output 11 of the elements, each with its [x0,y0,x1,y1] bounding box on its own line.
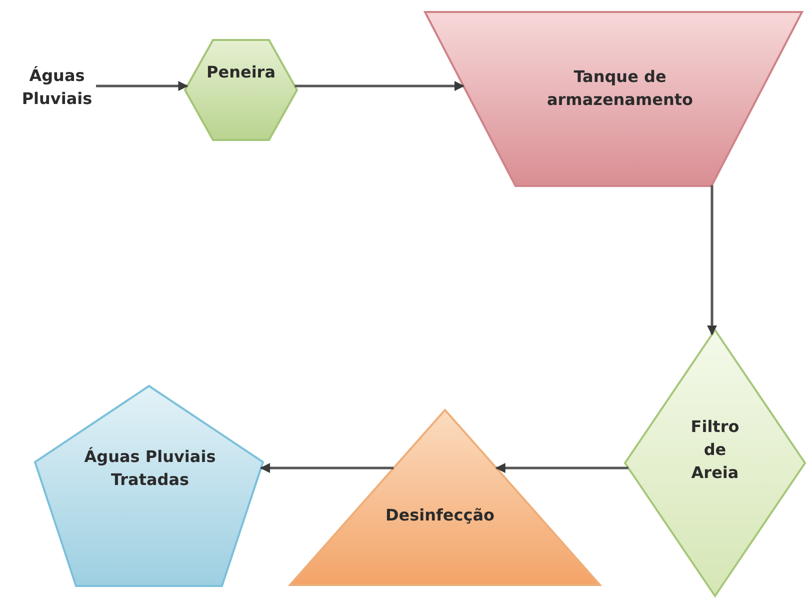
node-label: Filtro de Areia [690,416,740,485]
node-label: Tanque de armazenamento [546,66,694,111]
arrow [260,463,394,473]
arrow [495,463,628,473]
arrow [707,185,717,336]
arrow [294,81,464,91]
source-label: Águas Pluviais [20,64,94,110]
node-label: Águas Pluviais Tratadas [83,446,217,491]
arrow [96,81,188,91]
node-label: Desinfecção [384,504,496,526]
node-label: Peneira [206,61,276,84]
